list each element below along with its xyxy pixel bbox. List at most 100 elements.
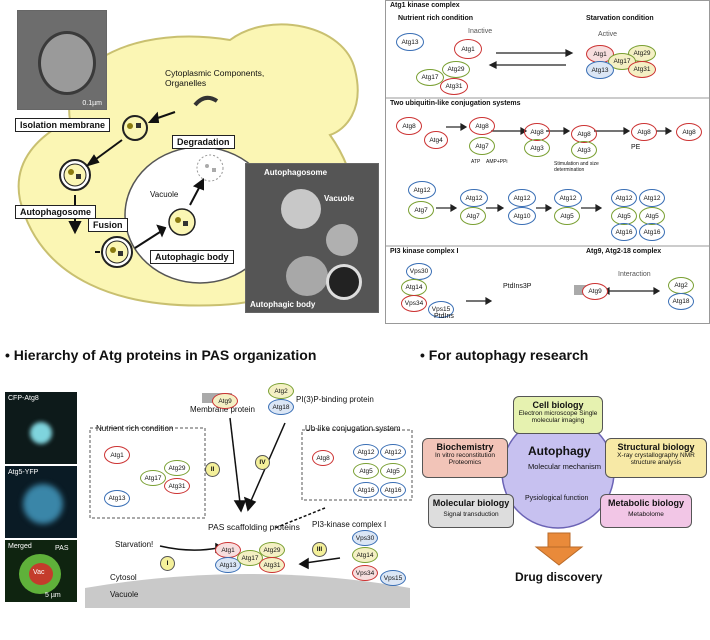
atg18-oval: Atg18 — [668, 293, 694, 310]
roman-i-marker: I — [160, 556, 175, 571]
sem-vacuole-label: Vacuole — [324, 194, 355, 203]
molecular-mechanism-label: Molecular mechanism — [528, 462, 601, 471]
vac-label: Vac — [33, 569, 45, 576]
atg9-hier-oval: Atg9 — [212, 393, 238, 409]
atg13-oval: Atg13 — [396, 33, 424, 51]
starvation-hier-label: Starvation! — [115, 540, 154, 549]
panel-arrows — [386, 49, 709, 306]
interaction-label: Interaction — [618, 271, 651, 278]
ub-like-label: Ub-like conjugation system — [305, 424, 401, 433]
atg16-hier-oval-1: Atg16 — [353, 482, 379, 498]
cell-biology-sub: Electron microscope Single molecular ima… — [518, 410, 598, 424]
vps30-oval: Vps30 — [406, 263, 432, 280]
vacuole-hier-label: Vacuole — [110, 590, 139, 599]
atg16-oval-2: Atg16 — [639, 223, 665, 241]
atg29-pas-oval: Atg29 — [259, 542, 285, 558]
atg13-pas-oval: Atg13 — [215, 557, 241, 573]
ubl-title: Two ubiquitin-like conjugation systems — [390, 100, 521, 107]
atg9-oval: Atg9 — [582, 283, 608, 300]
atg12-oval-5: Atg12 — [611, 189, 637, 207]
atg2-oval: Atg2 — [668, 277, 694, 294]
autophagosome-label: Autophagosome — [15, 205, 96, 219]
atg14-oval: Atg14 — [401, 279, 427, 296]
atg13-active-oval: Atg13 — [586, 61, 614, 79]
em-micrograph-isolation: 0.1µm — [17, 10, 107, 110]
sem-autophagosome-label: Autophagosome — [264, 168, 328, 177]
structural-biology-sub: X-ray crystallography NMR structure anal… — [617, 452, 695, 466]
metabolic-biology-box: Metabolic biology Metabolome — [600, 494, 692, 528]
roman-ii-marker: II — [205, 462, 220, 477]
vps34-hier-oval: Vps34 — [352, 565, 378, 581]
atg9-title: Atg9, Atg2-18 complex — [586, 248, 662, 255]
atg4-oval: Atg4 — [424, 131, 448, 149]
atg8-oval-5: Atg8 — [631, 123, 657, 141]
pas-label: PAS — [55, 545, 69, 552]
atg17-oval: Atg17 — [416, 69, 444, 86]
scale-bar-label: 0.1µm — [82, 100, 102, 107]
roman-iii-marker: III — [312, 542, 327, 557]
atg3-oval-2: Atg3 — [571, 141, 597, 159]
atg-complexes-panel: Atg1 kinase complex Nutrient rich condit… — [385, 0, 710, 324]
atg12-oval-6: Atg12 — [639, 189, 665, 207]
molecular-biology-title: Molecular biology — [432, 498, 510, 508]
vps15-oval: Vps15 — [428, 301, 454, 318]
degradation-label: Degradation — [172, 135, 235, 149]
sem-micrograph: Autophagosome Vacuole Autophagic body — [245, 163, 379, 313]
atg1-hier-oval: Atg1 — [104, 446, 130, 464]
merged-label: Merged — [8, 543, 32, 550]
atg31-oval: Atg31 — [440, 78, 468, 95]
atg31-pas-oval: Atg31 — [259, 557, 285, 573]
atg16-oval-1: Atg16 — [611, 223, 637, 241]
atg10-oval: Atg10 — [508, 207, 536, 225]
cfp-label: CFP-Atg8 — [8, 395, 39, 402]
cfp-atg8-image: CFP-Atg8 — [5, 392, 77, 464]
atg2-hier-oval: Atg2 — [268, 383, 294, 399]
autophagic-body-label: Autophagic body — [150, 250, 234, 264]
atg12-oval-1: Atg12 — [408, 181, 436, 199]
pe-label-1: PE — [631, 144, 641, 151]
physiological-function-label: Pysiological function — [525, 495, 589, 502]
atg12-oval-2: Atg12 — [460, 189, 488, 207]
pas-scaffolding-label: PAS scaffolding proteins — [208, 522, 300, 532]
scale-5um-label: 5 µm — [45, 592, 61, 599]
vps15-hier-oval: Vps15 — [380, 570, 406, 586]
atg8-hier-oval: Atg8 — [312, 450, 334, 466]
atg12-oval-4: Atg12 — [554, 189, 582, 207]
atg18-hier-oval: Atg18 — [268, 399, 294, 415]
inactive-label: Inactive — [468, 28, 493, 35]
atg31-active-oval: Atg31 — [628, 61, 656, 78]
cytosol-label: Cytosol — [110, 573, 137, 582]
sem-autophagic-body-label: Autophagic body — [250, 300, 316, 309]
hierarchy-heading: • Hierarchy of Atg proteins in PAS organ… — [5, 347, 317, 363]
atg14-hier-oval: Atg14 — [352, 547, 378, 563]
atg5-yfp-image: Atg5-YFP — [5, 466, 77, 538]
pi3k-hier-label: PI3-kinase complex I — [312, 520, 387, 529]
atg13-hier-oval: Atg13 — [104, 490, 130, 507]
starvation-label: Starvation condition — [586, 15, 654, 22]
ptdins-label: PtdIns — [434, 313, 454, 320]
structural-biology-title: Structural biology — [617, 442, 695, 452]
amp-label-1: AMP+PPi — [486, 159, 508, 165]
merged-image: Merged PAS Vac 5 µm — [5, 540, 77, 602]
atg17-hier-oval: Atg17 — [140, 470, 166, 486]
atg5-hier-oval-2: Atg5 — [380, 463, 406, 479]
cell-biology-title: Cell biology — [532, 400, 584, 410]
ptdins3p-label: PtdIns3P — [503, 283, 532, 290]
nutrient-rich-label: Nutrient rich condition — [398, 15, 474, 22]
metabolic-biology-sub: Metabolome — [628, 511, 664, 518]
stim-label: Stimulation and size determination — [554, 161, 599, 173]
atg8-oval-6: Atg8 — [676, 123, 702, 141]
atg29-hier-oval: Atg29 — [164, 460, 190, 476]
atg1-complex-title: Atg1 kinase complex — [390, 2, 460, 9]
vacuole-label: Vacuole — [150, 190, 179, 199]
pi3p-binding-label: PI(3)P-binding protein — [296, 395, 374, 404]
atg8-oval-2: Atg8 — [469, 117, 495, 135]
biochemistry-sub: In vitro reconstitution Proteomics — [435, 452, 495, 466]
roman-iv-marker: IV — [255, 455, 270, 470]
pi3k-title: PI3 kinase complex I — [390, 248, 459, 255]
atg7-oval-2: Atg7 — [408, 201, 434, 219]
atg1-oval: Atg1 — [454, 39, 482, 59]
active-label: Active — [598, 31, 618, 38]
vps34-oval: Vps34 — [401, 295, 427, 312]
atg5-oval-1: Atg5 — [554, 207, 580, 225]
